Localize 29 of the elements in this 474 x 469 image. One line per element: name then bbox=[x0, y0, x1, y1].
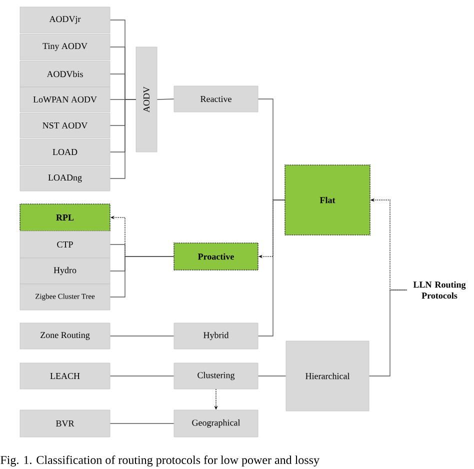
category-box: AODV bbox=[136, 46, 158, 152]
category-box: Hydro bbox=[20, 258, 110, 284]
category-box: Hierarchical bbox=[286, 340, 370, 412]
category-box: CTP bbox=[20, 230, 110, 258]
caption: Fig. 1. Classification of routing protocols for low power and lossy bbox=[0, 455, 320, 467]
connector bbox=[156, 98, 174, 100]
connector bbox=[368, 290, 408, 376]
category-box: AODVbis bbox=[20, 60, 110, 88]
category-box: Clustering bbox=[174, 362, 258, 390]
connector bbox=[258, 200, 285, 336]
highlighted-box: Proactive bbox=[174, 242, 258, 270]
category-box: Tiny AODV bbox=[20, 34, 110, 60]
connector bbox=[110, 99, 136, 179]
highlighted-box: Flat bbox=[284, 164, 370, 236]
category-box: AODVjr bbox=[20, 6, 110, 34]
root-label: LLN Routing Protocols bbox=[413, 281, 466, 299]
category-box: Hybrid bbox=[174, 322, 258, 350]
category-box: NST AODV bbox=[20, 112, 110, 138]
category-box: LOADng bbox=[20, 166, 110, 192]
category-box: LOAD bbox=[20, 138, 110, 166]
category-box: Zone Routing bbox=[20, 322, 110, 350]
category-box: LEACH bbox=[20, 362, 110, 390]
category-box: LoWPAN AODV bbox=[20, 86, 110, 112]
connector bbox=[110, 423, 174, 424]
category-box: BVR bbox=[20, 410, 110, 438]
category-box: Reactive bbox=[174, 86, 258, 112]
connector bbox=[110, 256, 174, 298]
category-box: Geographical bbox=[174, 410, 258, 438]
highlighted-box: RPL bbox=[20, 204, 110, 232]
